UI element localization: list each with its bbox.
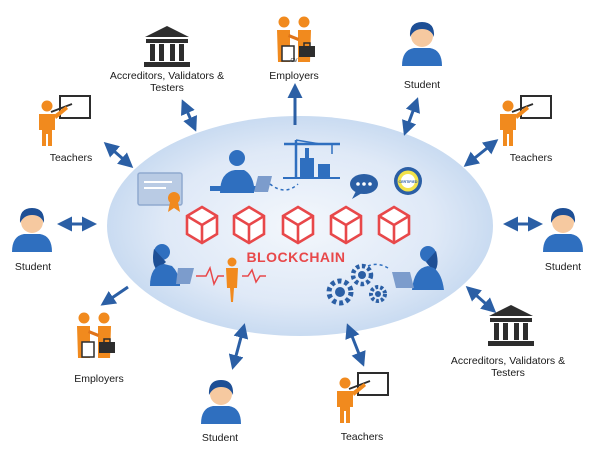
person-icon bbox=[201, 380, 241, 424]
woman-at-laptop-icon bbox=[367, 246, 444, 290]
teachers-label: Teachers bbox=[340, 431, 384, 443]
teacher-board-icon bbox=[336, 372, 389, 424]
certificate-icon bbox=[137, 172, 183, 212]
connection-arrows bbox=[57, 83, 543, 370]
teachers-label: Teachers bbox=[49, 152, 93, 164]
factory-crane-icon bbox=[283, 139, 340, 179]
person-at-laptop-icon bbox=[210, 150, 299, 193]
arrow-employers-left bbox=[100, 285, 129, 306]
person-icon bbox=[543, 208, 583, 252]
employers-label: Employers bbox=[269, 70, 319, 82]
gears-icon bbox=[326, 263, 387, 306]
certified-badge-icon: CERTIFIED bbox=[394, 167, 422, 195]
health-body-icon bbox=[196, 257, 266, 302]
accreditors-label: Accreditors, Validators & Testers bbox=[109, 70, 225, 94]
employers-label: Employers bbox=[74, 373, 124, 385]
certified-badge-text: CERTIFIED bbox=[399, 180, 418, 184]
teacher-board-icon bbox=[499, 95, 552, 147]
teachers-label: Teachers bbox=[509, 152, 553, 164]
handshake-icon bbox=[76, 311, 116, 359]
person-icon bbox=[12, 208, 52, 252]
institution-icon bbox=[488, 305, 534, 346]
arrow-teachers-bottom bbox=[345, 323, 366, 367]
block-cube bbox=[185, 205, 219, 245]
student-label: Student bbox=[201, 432, 239, 444]
block-cube bbox=[329, 205, 363, 245]
student-label: Student bbox=[544, 261, 582, 273]
arrow-accreditors-top bbox=[181, 99, 197, 132]
block-cube bbox=[281, 205, 315, 245]
arrow-accreditors-right bbox=[465, 286, 497, 313]
teacher-board-icon bbox=[38, 95, 91, 147]
institution-icon bbox=[144, 26, 190, 67]
chat-bubble-icon bbox=[350, 174, 378, 199]
arrow-teachers-left bbox=[103, 142, 134, 168]
student-label: Student bbox=[403, 79, 441, 91]
block-cube bbox=[377, 205, 411, 245]
person-icon bbox=[402, 22, 442, 66]
woman-at-laptop-icon bbox=[150, 244, 194, 286]
arrow-student-top bbox=[402, 97, 420, 136]
cv-text: CV bbox=[291, 58, 299, 64]
student-label: Student bbox=[14, 261, 52, 273]
arrow-teachers-right bbox=[463, 139, 499, 167]
accreditors-label: Accreditors, Validators & Testers bbox=[450, 355, 566, 379]
blockchain-label: BLOCKCHAIN bbox=[246, 249, 345, 265]
handshake-icon bbox=[276, 15, 316, 63]
arrow-student-bottom bbox=[228, 323, 249, 370]
block-cube bbox=[232, 205, 266, 245]
